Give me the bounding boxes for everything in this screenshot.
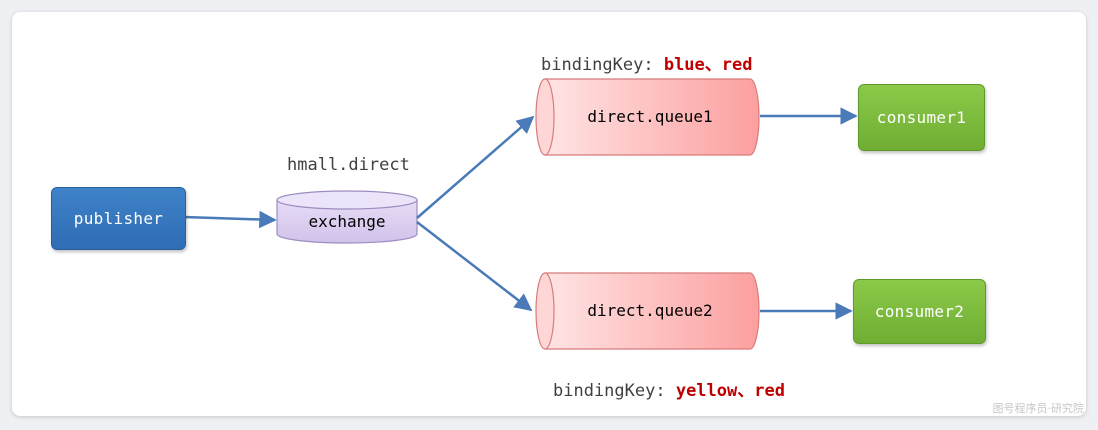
queue1-cylinder	[535, 78, 760, 156]
consumer1-node: consumer1	[858, 84, 985, 151]
queue2-binding-prefix: bindingKey:	[553, 381, 676, 401]
consumer2-label: consumer2	[874, 302, 965, 321]
queue1-label: direct.queue1	[587, 107, 713, 126]
arrow-publisher-to-exchange	[183, 210, 277, 229]
watermark: 图号程序员·研究院	[992, 402, 1085, 415]
queue2-label: direct.queue2	[587, 301, 713, 320]
queue1-binding-prefix: bindingKey:	[541, 55, 664, 75]
queue2-binding-keys: yellow、red	[675, 381, 785, 401]
consumer1-label: consumer1	[876, 108, 967, 127]
consumer2-node: consumer2	[853, 279, 986, 344]
arrow-exchange-to-queue1	[416, 115, 535, 219]
publisher-node: publisher	[51, 187, 186, 250]
exchange-cylinder	[276, 190, 418, 244]
exchange-name: hmall.direct	[287, 155, 410, 175]
publisher-label: publisher	[73, 209, 164, 228]
arrow-exchange-to-queue2	[416, 221, 533, 312]
queue2-cylinder	[535, 272, 760, 350]
queue1-binding-label: bindingKey: blue、red	[541, 50, 752, 75]
queue1-binding-keys: blue、red	[663, 55, 753, 75]
queue2-binding-label: bindingKey: yellow、red	[553, 376, 785, 401]
exchange-label: exchange	[308, 212, 386, 231]
